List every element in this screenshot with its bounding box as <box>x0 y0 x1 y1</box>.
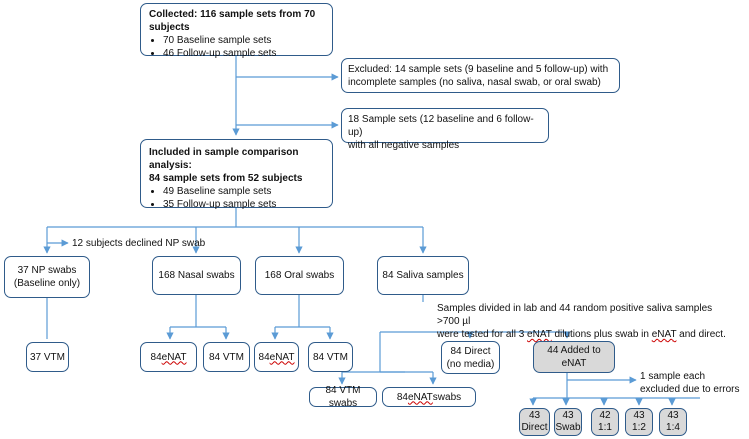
final-1-4-n: 43 <box>667 410 679 421</box>
final-swab-label: Swab <box>555 422 581 433</box>
np-line1: 37 NP swabs <box>17 265 77 276</box>
enat-swabs-num: 84 <box>396 391 408 403</box>
excluded-line2: incomplete samples (no saliva, nasal swa… <box>348 77 601 88</box>
final-direct-label: Direct <box>521 422 548 433</box>
saliva-note: Samples divided in lab and 44 random pos… <box>437 302 737 341</box>
saliva-note-line1: Samples divided in lab and 44 random pos… <box>437 303 713 327</box>
np-vtm-box: 37 VTM <box>26 342 69 372</box>
collected-title: Collected: 116 sample sets from 70 subje… <box>149 9 316 33</box>
final-1-1-box: 42 1:1 <box>591 408 619 436</box>
final-1-4-label: 1:4 <box>666 422 680 433</box>
oral-vtm-box: 84 VTM <box>308 342 353 372</box>
saliva-note-line2: were tested for all 3 eNAT dilutions plu… <box>437 328 737 341</box>
nasal-enat-word: eNAT <box>161 351 187 363</box>
oral-enat-word: eNAT <box>269 351 295 363</box>
final-1-2-n: 43 <box>633 410 645 421</box>
nasal-vtm-box: 84 VTM <box>203 342 250 372</box>
saliva-note-enat-1: eNAT <box>527 329 552 340</box>
nasal-enat-num: 84 <box>150 351 162 363</box>
np-swabs-box: 37 NP swabs (Baseline only) <box>4 256 90 298</box>
error-note-line1: 1 sample each <box>640 371 706 382</box>
final-1-2-label: 1:2 <box>632 422 646 433</box>
declined-note: 12 subjects declined NP swab <box>72 238 206 249</box>
negative-line1: 18 Sample sets (12 baseline and 6 follow… <box>348 114 534 138</box>
collected-item-followup: 46 Follow-up sample sets <box>163 47 324 60</box>
saliva-note-part-e: and direct. <box>676 329 726 340</box>
collected-box: Collected: 116 sample sets from 70 subje… <box>140 3 333 59</box>
final-direct-box: 43 Direct <box>519 408 550 436</box>
direct-line1: 84 Direct <box>450 345 491 357</box>
nasal-enat-box: 84 eNAT <box>140 342 197 372</box>
enat-swabs-word: eNAT <box>407 391 433 403</box>
excluded-box: Excluded: 14 sample sets (9 baseline and… <box>341 58 620 93</box>
saliva-note-part-c: dilutions plus swab in <box>551 329 652 340</box>
included-title1: Included in sample comparison analysis: <box>149 147 299 171</box>
final-1-4-box: 43 1:4 <box>659 408 687 436</box>
final-direct-n: 43 <box>528 410 541 421</box>
final-1-2-box: 43 1:2 <box>625 408 653 436</box>
final-swab-n: 43 <box>562 410 574 421</box>
direct-line2: (no media) <box>446 358 495 370</box>
included-item-baseline: 49 Baseline sample sets <box>163 185 324 198</box>
oral-enat-box: 84 eNAT <box>254 342 299 372</box>
saliva-samples-box: 84 Saliva samples <box>377 256 469 295</box>
error-note-line2: excluded due to errors <box>640 384 740 395</box>
included-box: Included in sample comparison analysis: … <box>140 139 333 211</box>
enat-swabs-rest: swabs <box>432 391 462 403</box>
included-item-followup: 35 Follow-up sample sets <box>163 198 324 211</box>
added-enat-box: 44 Added to eNAT <box>533 341 615 373</box>
final-swab-box: 43 Swab <box>554 408 582 436</box>
negative-line2: with all negative samples <box>348 140 460 151</box>
enat-swabs-box: 84 eNAT swabs <box>382 387 476 407</box>
included-title2: 84 sample sets from 52 subjects <box>149 173 303 184</box>
direct-box: 84 Direct (no media) <box>441 341 500 374</box>
collected-list: 70 Baseline sample sets 46 Follow-up sam… <box>149 34 324 60</box>
nasal-swabs-box: 168 Nasal swabs <box>152 256 241 295</box>
error-note: 1 sample each excluded due to errors <box>640 370 740 396</box>
np-line2: (Baseline only) <box>13 278 81 289</box>
final-1-1-n: 42 <box>599 410 611 421</box>
saliva-note-enat-2: eNAT <box>651 329 677 340</box>
oral-enat-num: 84 <box>258 351 270 363</box>
excluded-line1: Excluded: 14 sample sets (9 baseline and… <box>348 64 609 75</box>
saliva-note-part-a: were tested for all 3 <box>437 329 528 340</box>
final-1-1-label: 1:1 <box>598 422 612 433</box>
collected-item-baseline: 70 Baseline sample sets <box>163 34 324 47</box>
included-list: 49 Baseline sample sets 35 Follow-up sam… <box>149 185 324 211</box>
negative-box: 18 Sample sets (12 baseline and 6 follow… <box>341 108 549 151</box>
vtm-swabs-box: 84 VTM swabs <box>309 385 377 409</box>
oral-swabs-box: 168 Oral swabs <box>255 256 344 295</box>
